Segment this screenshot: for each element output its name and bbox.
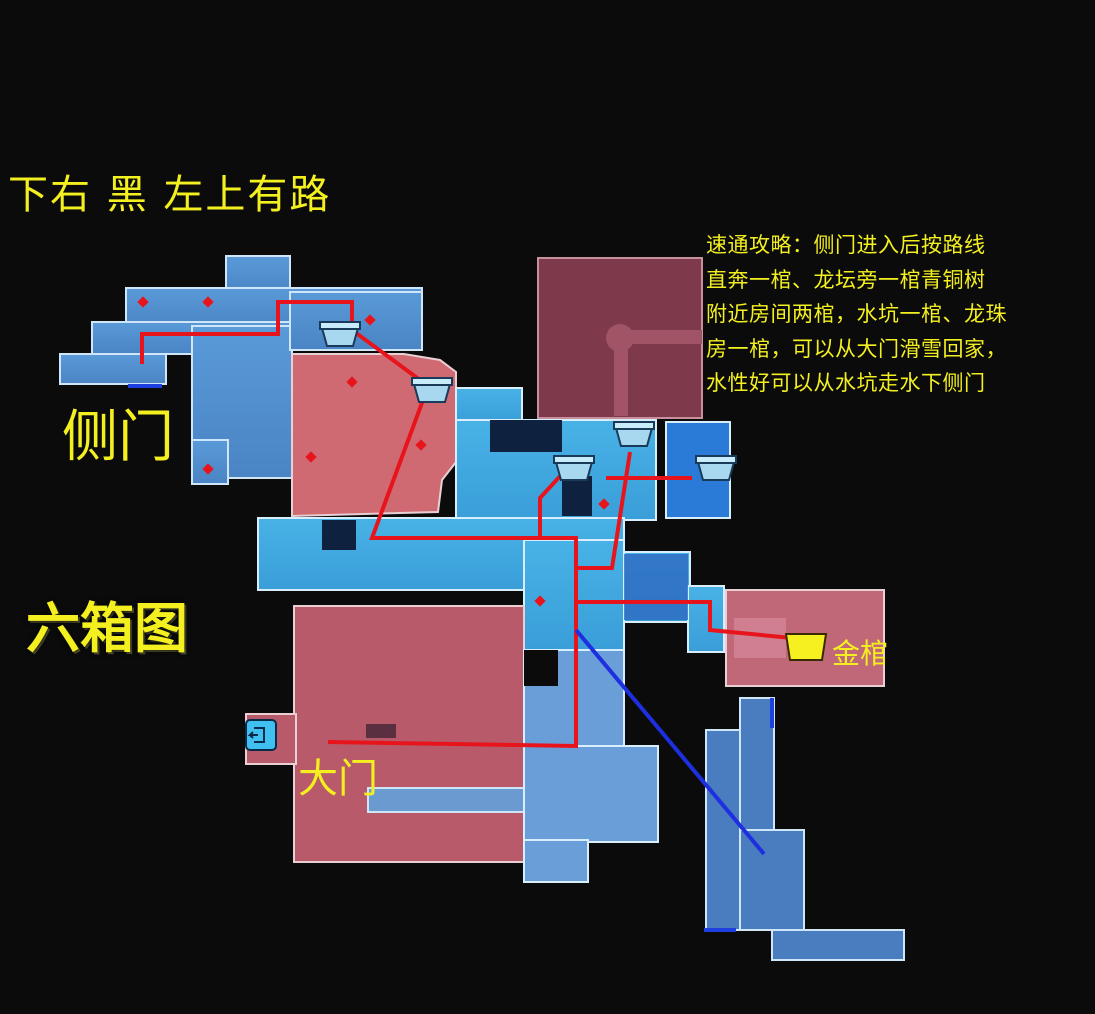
guide-line: 附近房间两棺，水坑一棺、龙珠 <box>706 302 1007 326</box>
route-blue <box>574 628 766 856</box>
exit-door-icon <box>245 719 277 751</box>
main-door-label: 大门 <box>298 756 378 802</box>
guide-line: 速通攻略：侧门进入后按路线 <box>706 233 986 257</box>
chest-icon <box>319 321 361 347</box>
side-door-label: 侧门 <box>62 405 174 470</box>
guide-line: 房一棺，可以从大门滑雪回家， <box>706 336 1007 361</box>
six-box-map-label: 六箱图 <box>26 597 188 660</box>
speedrun-guide: 速通攻略：侧门进入后按路线 直奔一棺、龙坛旁一棺青铜树 附近房间两棺，水坑一棺、… <box>706 228 1095 401</box>
chest-icon <box>553 455 595 481</box>
chest-icon <box>411 377 453 403</box>
route-red <box>140 300 793 749</box>
chest-icon <box>695 455 737 481</box>
guide-line: 直奔一棺、龙坛旁一棺青铜树 <box>706 267 986 292</box>
map-title: 下右 黑 左上有路 <box>8 172 332 218</box>
room-main-hall <box>293 605 525 863</box>
gold-chest-icon <box>784 633 828 661</box>
red-dot-markers <box>137 296 610 607</box>
gold-coffin-label: 金棺 <box>832 637 889 670</box>
chest-icon <box>613 421 655 447</box>
guide-line: 水性好可以从水坑走水下侧门 <box>706 371 986 395</box>
room-bottom-right <box>705 697 905 961</box>
room-left-wing <box>59 255 423 485</box>
chest-icons <box>319 321 828 661</box>
